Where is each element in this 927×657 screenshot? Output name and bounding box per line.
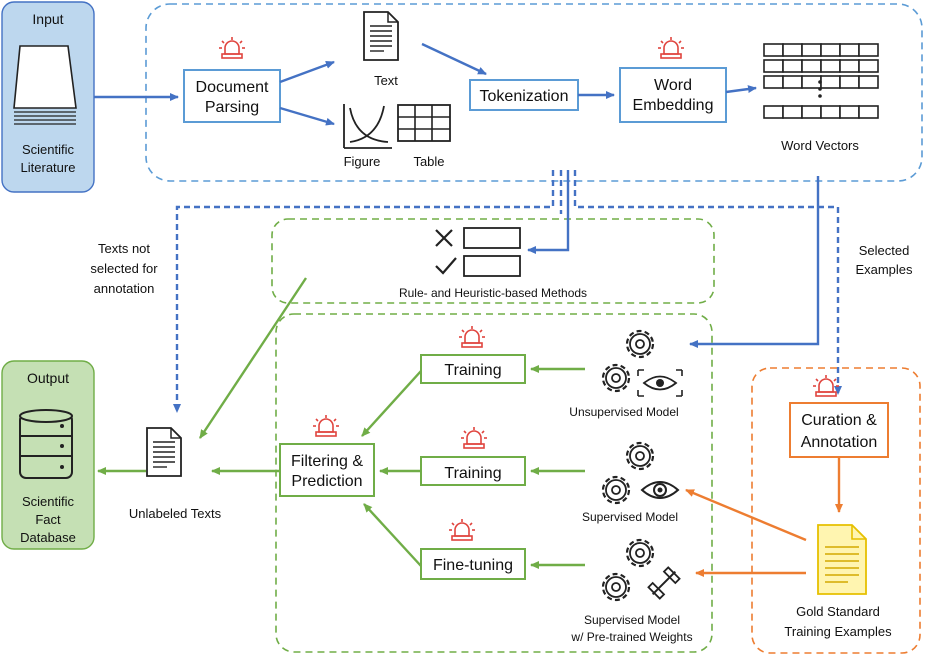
dashed-connectors xyxy=(173,170,842,413)
arrow-parsing-to-figure xyxy=(279,106,335,126)
input-line2: Literature xyxy=(21,160,76,175)
output-panel: Output Scientific Fact Database xyxy=(1,360,95,550)
selected-line2: Examples xyxy=(855,262,913,277)
table-label: Table xyxy=(413,154,444,169)
curation-line1: Curation & xyxy=(801,412,877,429)
figure-label: Figure xyxy=(344,154,381,169)
gold-standard-icon xyxy=(817,524,867,595)
pretrained-line2: w/ Pre-trained Weights xyxy=(570,630,692,644)
gold-line2: Training Examples xyxy=(784,624,892,639)
filtering-line1: Filtering & xyxy=(291,453,363,470)
unsupervised-model-icon xyxy=(601,329,683,397)
output-title: Output xyxy=(27,370,69,386)
training-box-2: Training xyxy=(420,426,526,486)
filtering-line2: Prediction xyxy=(291,473,362,490)
parsing-line2: Parsing xyxy=(205,99,259,116)
pretrained-line1: Supervised Model xyxy=(584,613,680,627)
pretrained-model-icon xyxy=(601,538,681,602)
curation-region xyxy=(751,367,921,654)
book-icon xyxy=(13,45,77,125)
not-selected-line2: selected for xyxy=(90,261,158,276)
database-icon xyxy=(19,409,73,479)
models-region xyxy=(275,313,713,653)
parsing-line1: Document xyxy=(196,79,269,96)
unsupervised-label: Unsupervised Model xyxy=(569,405,678,419)
green-arrows xyxy=(97,277,585,569)
word-embedding-box: Word Embedding xyxy=(619,36,727,123)
tokenization-box: Tokenization xyxy=(469,79,579,111)
orange-arrows xyxy=(685,488,807,577)
output-line3: Database xyxy=(20,530,76,545)
text-label: Text xyxy=(374,73,398,88)
rule-methods-label: Rule- and Heuristic-based Methods xyxy=(399,286,587,300)
input-title: Input xyxy=(32,11,63,27)
input-panel: Input Scientific Literature xyxy=(1,1,95,193)
selected-line1: Selected xyxy=(859,243,910,258)
arrow-embedding-to-vectors xyxy=(725,85,757,94)
unlabeled-texts-label: Unlabeled Texts xyxy=(129,506,222,521)
training-1-label: Training xyxy=(444,362,501,379)
supervised-model-icon xyxy=(601,441,680,505)
fine-tuning-label: Fine-tuning xyxy=(433,557,513,574)
embedding-line2: Embedding xyxy=(633,97,714,114)
unlabeled-texts-icon xyxy=(146,427,182,477)
not-selected-line3: annotation xyxy=(94,281,155,296)
tokenization-label: Tokenization xyxy=(480,88,569,105)
training-2-label: Training xyxy=(444,465,501,482)
curation-line2: Annotation xyxy=(801,434,878,451)
fine-tuning-box: Fine-tuning xyxy=(420,518,526,580)
gold-line1: Gold Standard xyxy=(796,604,880,619)
rule-methods-icon xyxy=(435,227,521,277)
arrow-vectors-to-models xyxy=(689,176,820,348)
arrow-to-rule-methods xyxy=(527,170,570,254)
figure-icon xyxy=(343,104,392,149)
table-icon xyxy=(397,104,451,142)
word-vectors-label: Word Vectors xyxy=(781,138,859,153)
output-line2: Fact xyxy=(35,512,61,527)
input-line1: Scientific xyxy=(22,142,75,157)
arrow-parsing-to-text xyxy=(279,60,335,84)
word-vectors-icon xyxy=(763,43,879,119)
arrow-text-to-tokenization xyxy=(421,42,487,76)
embedding-line1: Word xyxy=(654,77,692,94)
curation-box: Curation & Annotation xyxy=(789,374,889,458)
not-selected-line1: Texts not xyxy=(98,241,150,256)
processing-region xyxy=(145,3,923,182)
text-document-icon xyxy=(363,11,399,61)
supervised-label: Supervised Model xyxy=(582,510,678,524)
training-box-1: Training xyxy=(420,325,526,384)
rule-methods-region xyxy=(271,218,715,304)
document-parsing-box: Document Parsing xyxy=(183,36,281,123)
output-line1: Scientific xyxy=(22,494,75,509)
filtering-prediction-box: Filtering & Prediction xyxy=(279,414,375,497)
